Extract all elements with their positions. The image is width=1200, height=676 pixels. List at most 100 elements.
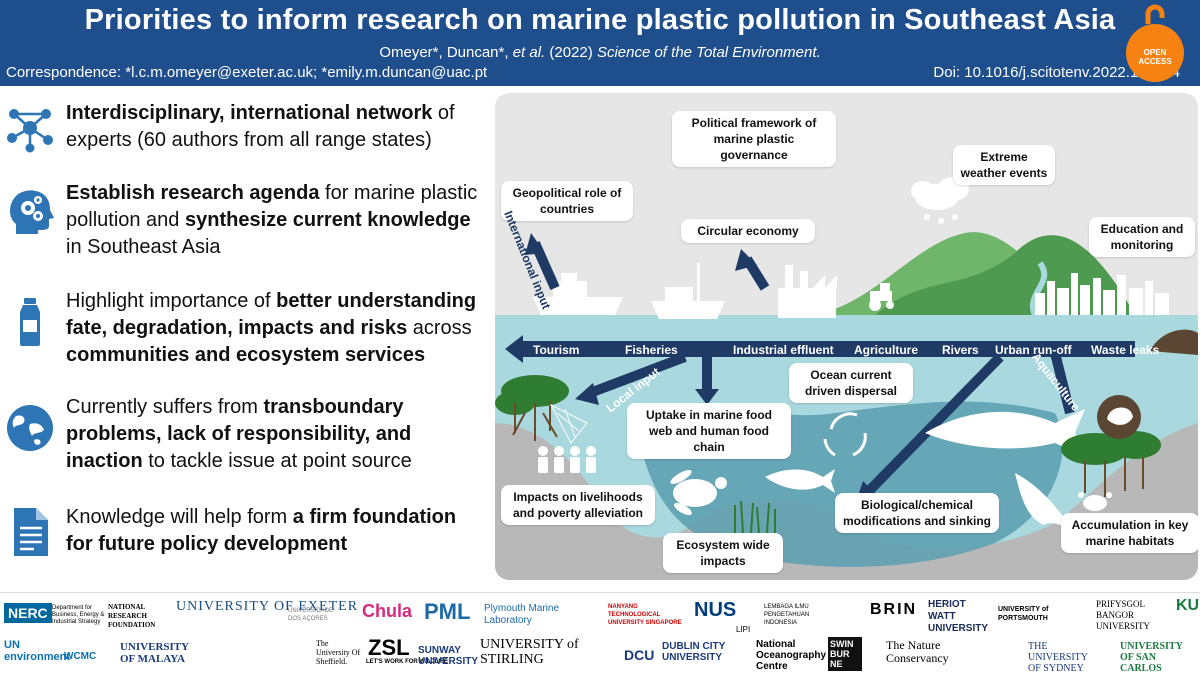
key-point-plain: across bbox=[407, 317, 472, 339]
people-icon bbox=[538, 446, 596, 473]
logo-stirling: UNIVERSITY of STIRLING bbox=[480, 637, 579, 667]
current-cycle-icon bbox=[823, 412, 867, 457]
key-point: Establish research agenda for marine pla… bbox=[0, 180, 492, 270]
publication-year: (2022) bbox=[545, 44, 597, 61]
political-framework-label: Political framework of marine plastic go… bbox=[672, 111, 836, 167]
fishing-net bbox=[549, 403, 588, 444]
authors-names: Omeyer*, Duncan*, bbox=[379, 44, 513, 61]
logo-ntu: NANYANG TECHNOLOGICAL UNIVERSITY SINGAPO… bbox=[608, 604, 682, 626]
education-monitoring-label: Education and monitoring bbox=[1089, 217, 1195, 257]
key-point-text: Currently suffers from transboundary prob… bbox=[66, 394, 412, 475]
poster-title: Priorities to inform research on marine … bbox=[84, 4, 1116, 36]
logo-wcmc: WCMC bbox=[64, 651, 97, 662]
key-point-plain: for marine plastic bbox=[319, 182, 478, 204]
accumulation-label: Accumulation in key marine habitats bbox=[1061, 513, 1198, 553]
open-access-word-1: OPEN bbox=[1143, 48, 1167, 57]
pollution-diagram: Political framework of marine plastic go… bbox=[495, 93, 1198, 580]
key-point: Interdisciplinary, international network… bbox=[0, 100, 492, 160]
logo-sheffield: The University Of Sheffield. bbox=[316, 639, 361, 666]
tractor bbox=[869, 283, 894, 311]
city-skyline bbox=[1035, 273, 1169, 315]
flow-rivers: Rivers bbox=[942, 343, 979, 357]
fishing-boat bbox=[651, 263, 725, 319]
ocean-current-label: Ocean current driven dispersal bbox=[789, 363, 913, 403]
logo-nrf: NATIONAL RESEARCH FOUNDATION bbox=[108, 603, 156, 629]
circular-economy-label: Circular economy bbox=[681, 219, 815, 243]
network-icon bbox=[7, 109, 53, 153]
key-point-bold: synthesize current knowledge bbox=[184, 209, 471, 231]
key-point-plain: experts (60 authors from all range state… bbox=[66, 129, 432, 151]
flow-arrow-band bbox=[505, 335, 1135, 363]
shrimp-icon bbox=[1107, 407, 1133, 425]
logo-chula: Chula bbox=[362, 601, 413, 621]
key-point-bold: transboundary bbox=[263, 396, 404, 418]
logo-nus: NUS bbox=[694, 599, 737, 621]
whale-shark bbox=[925, 409, 1085, 457]
logo-lipi: LIPI bbox=[736, 625, 751, 634]
key-point-plain: in Southeast Asia bbox=[66, 236, 221, 258]
flow-industrial-effluent: Industrial effluent bbox=[733, 343, 834, 357]
key-point-bold: better understanding bbox=[276, 290, 477, 312]
key-point-text: Interdisciplinary, international network… bbox=[66, 100, 455, 154]
logo-beis: Department for Business, Energy & Indust… bbox=[52, 605, 105, 625]
diagram-scene bbox=[495, 177, 1198, 580]
biological-chemical-label: Biological/chemical modifications and si… bbox=[835, 493, 999, 533]
document-icon bbox=[14, 508, 48, 556]
key-point-plain: to tackle issue at point source bbox=[142, 450, 412, 472]
logo-lembaga: LEMBAGA ILMU PENGETAHUAN INDONESIA bbox=[764, 604, 810, 626]
logo-dcu: DCU bbox=[624, 647, 655, 663]
head-gears-icon bbox=[10, 190, 54, 234]
authors-etal: et al. bbox=[512, 44, 546, 61]
livelihoods-impact-label: Impacts on livelihoods and poverty allev… bbox=[501, 485, 655, 525]
logo-swinburne: SWIN BUR NE bbox=[828, 637, 862, 671]
logo-zsl: ZSL bbox=[368, 635, 410, 660]
logo-brin: BRIN bbox=[870, 601, 918, 618]
logo-portsmouth: UNIVERSITY of PORTSMOUTH bbox=[998, 606, 1049, 622]
logo-bangor: PRIFYSGOL BANGOR UNIVERSITY bbox=[1096, 599, 1150, 631]
sea-turtle bbox=[670, 470, 727, 516]
authors-line: Omeyer*, Duncan*, et al. (2022) Science … bbox=[0, 44, 1200, 61]
key-point-plain: pollution and bbox=[66, 209, 185, 231]
flow-arrows bbox=[530, 240, 1075, 497]
key-point: Highlight importance of better understan… bbox=[0, 288, 492, 378]
logo-sydney: THE UNIVERSITY OF SYDNEY bbox=[1028, 641, 1088, 674]
key-point-plain: Currently suffers from bbox=[66, 396, 264, 418]
tuna bbox=[765, 469, 835, 493]
partner-logos: NERC Department for Business, Energy & I… bbox=[0, 592, 1200, 676]
open-access-circle bbox=[1126, 24, 1184, 82]
factory bbox=[778, 265, 837, 318]
crab-icon bbox=[1078, 492, 1112, 511]
geopolitical-role-label: Geopolitical role of countries bbox=[501, 181, 633, 221]
flow-agriculture: Agriculture bbox=[854, 343, 919, 357]
flow-urban-runoff: Urban run-off bbox=[995, 343, 1072, 357]
key-point-plain: Highlight importance of bbox=[66, 290, 277, 312]
doi-link[interactable]: Doi: 10.1016/j.scitotenv.2022.156704 bbox=[933, 64, 1180, 81]
logo-nerc: NERC bbox=[4, 603, 52, 623]
key-point-bold: for future policy development bbox=[66, 533, 348, 555]
key-point-plain: Knowledge will help form bbox=[66, 506, 293, 528]
mangrove-roots-left bbox=[512, 401, 558, 441]
logo-pml: PML bbox=[424, 599, 471, 624]
logo-exeter: UNIVERSITY OF EXETER bbox=[176, 599, 359, 614]
logo-sunway: SUNWAY UNIVERSITY bbox=[418, 645, 479, 667]
key-point-bold: problems, lack of responsibility, and bbox=[66, 423, 412, 445]
flow-tourism: Tourism bbox=[533, 343, 580, 357]
mangrove-roots-right bbox=[1084, 457, 1144, 497]
open-lock-icon bbox=[1145, 4, 1165, 24]
key-point-bold: Establish research agenda bbox=[66, 182, 320, 204]
header-banner: Priorities to inform research on marine … bbox=[0, 0, 1200, 86]
key-point-bold: communities and ecosystem services bbox=[66, 344, 426, 366]
globe-icon bbox=[7, 405, 53, 451]
logo-plymouth-marine-lab: Plymouth Marine Laboratory bbox=[484, 603, 560, 626]
logo-nature-conservancy: The Nature Conservancy bbox=[886, 638, 949, 665]
cargo-ship bbox=[533, 273, 623, 315]
correspondence[interactable]: Correspondence: *l.c.m.omeyer@exeter.ac.… bbox=[6, 64, 488, 81]
key-point-bold: Interdisciplinary, international network bbox=[66, 102, 433, 124]
uptake-food-web-label: Uptake in marine food web and human food… bbox=[627, 403, 791, 459]
bottle-icon bbox=[20, 298, 40, 346]
open-access-word-2: ACCESS bbox=[1138, 57, 1172, 66]
key-point-text: Knowledge will help form a firm foundati… bbox=[66, 504, 456, 558]
logo-ku: KU bbox=[1176, 597, 1200, 614]
